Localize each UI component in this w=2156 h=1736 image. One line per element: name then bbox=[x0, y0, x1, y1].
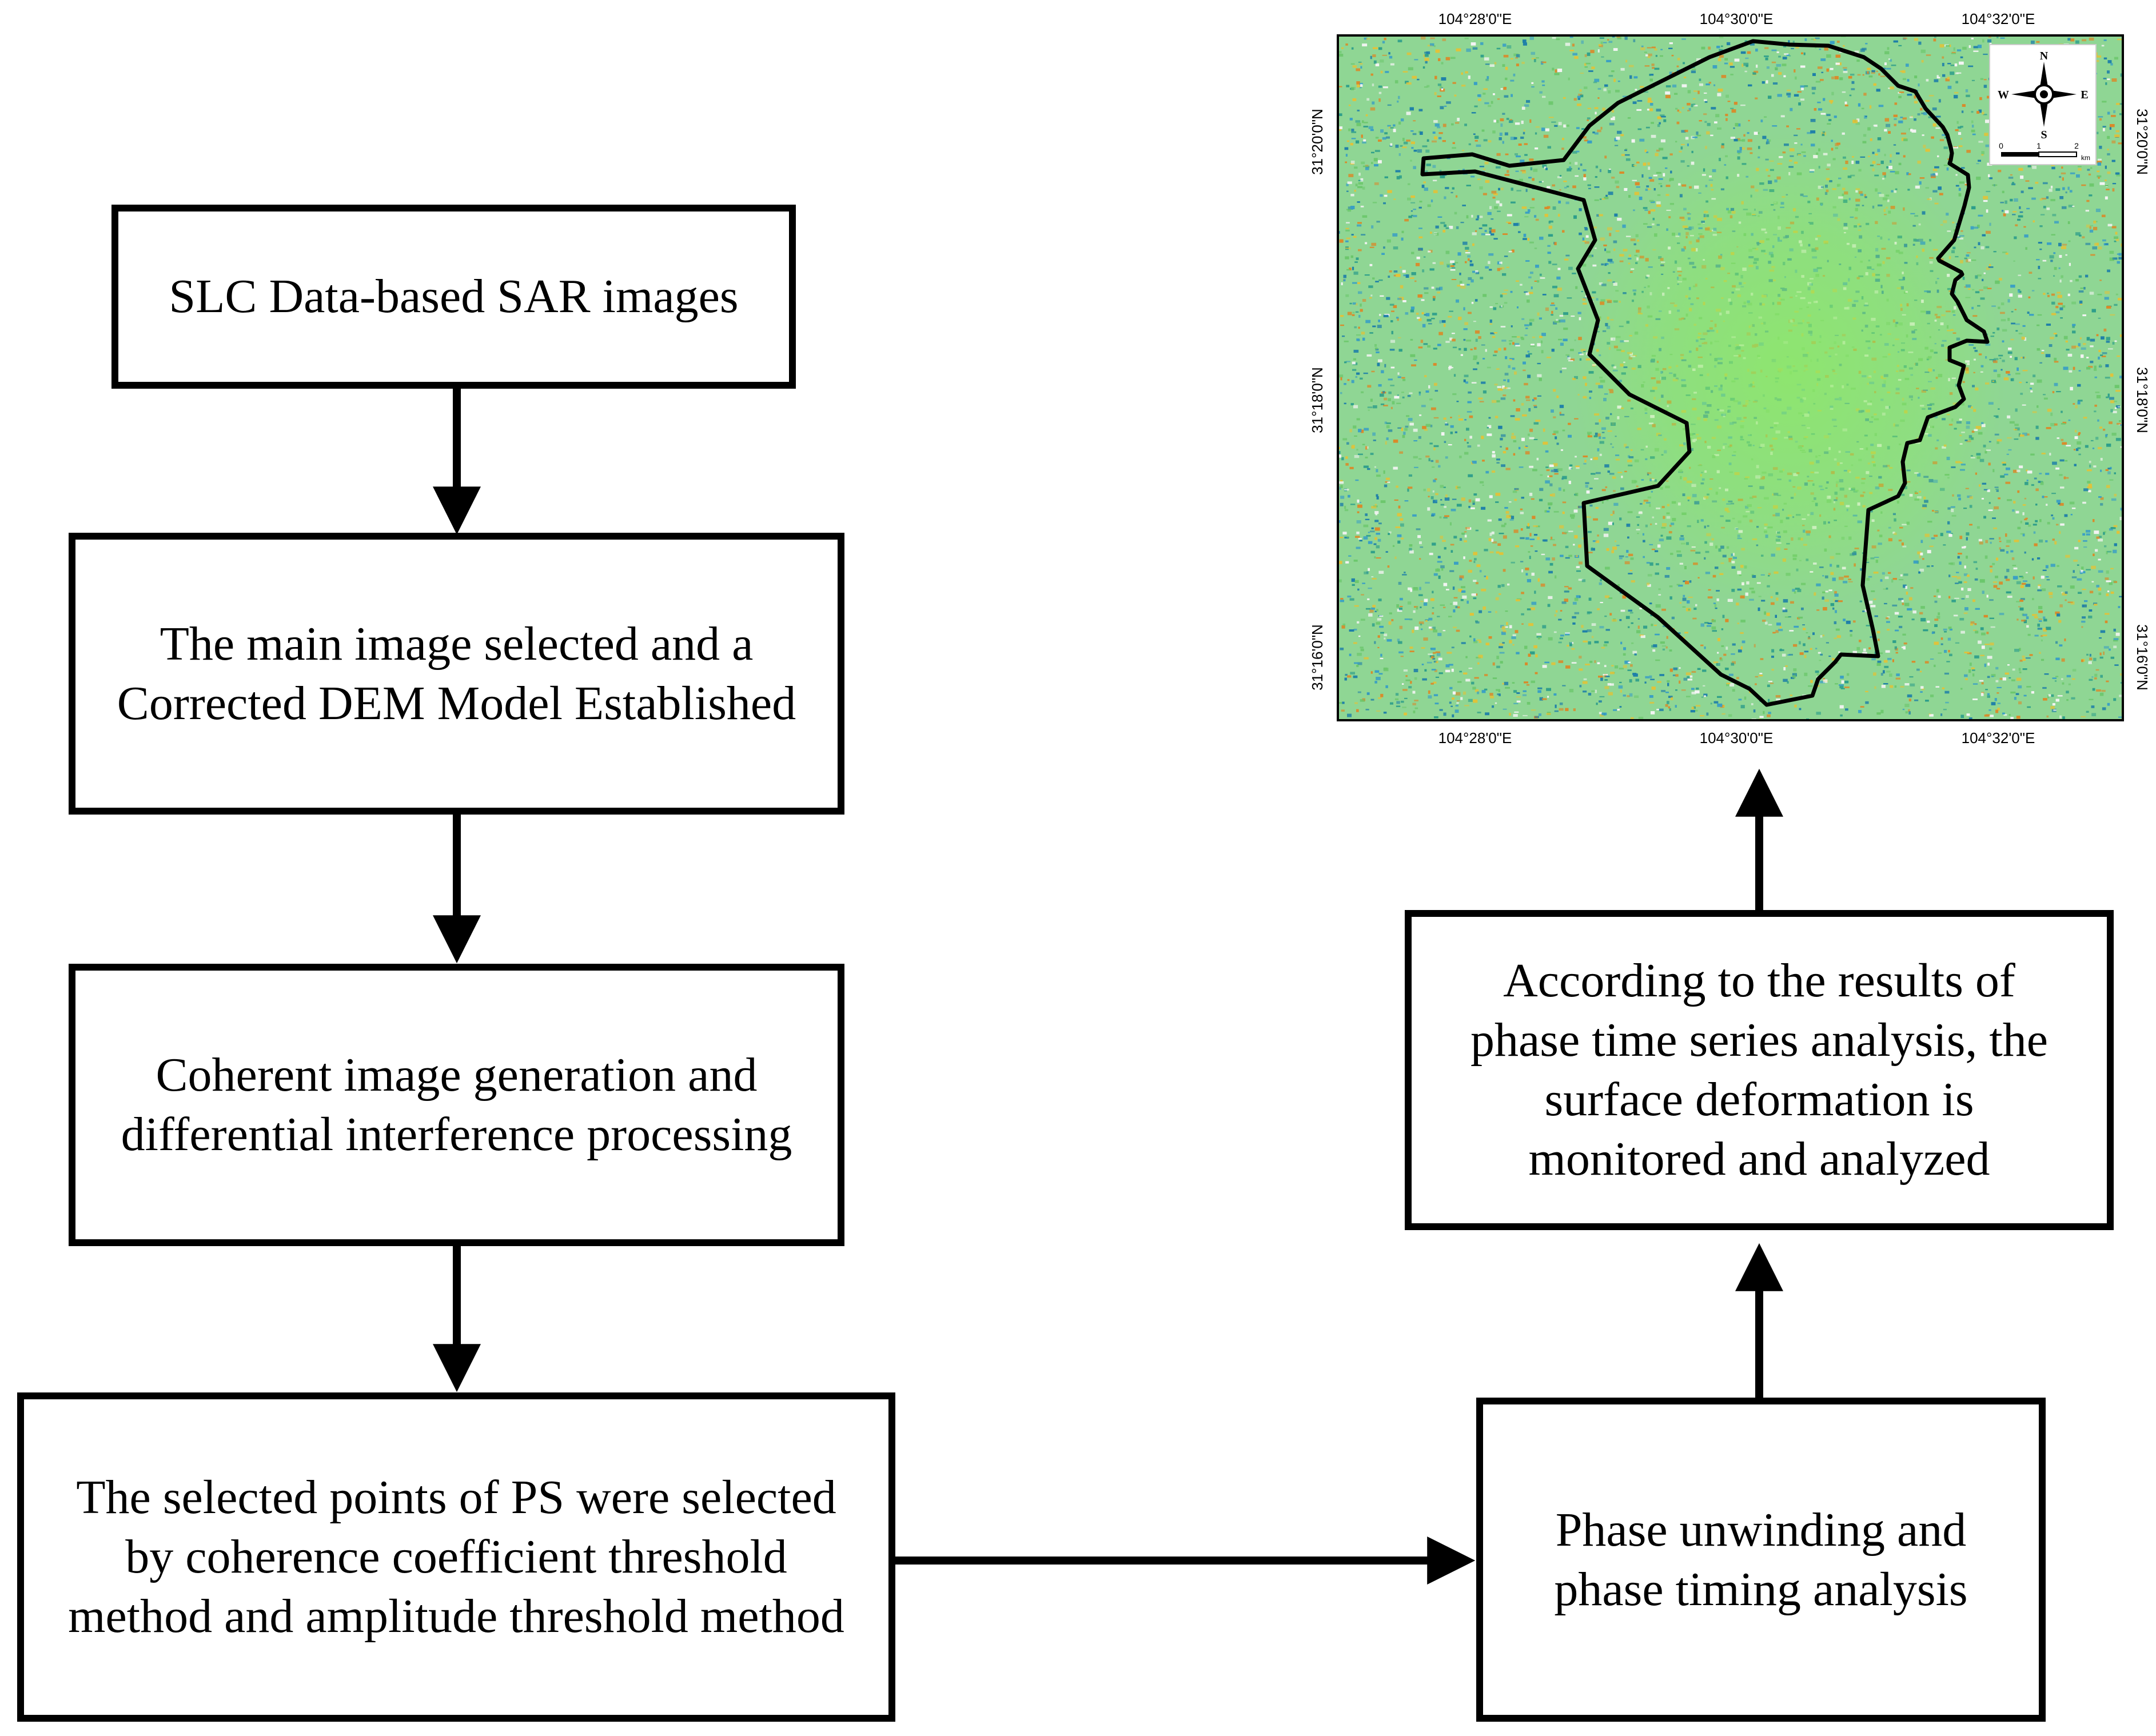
scale-tick-2: 2 bbox=[2074, 141, 2079, 150]
lat-label-left-3: 31°16'0"N bbox=[1309, 624, 1326, 691]
text-line: by coherence coefficient threshold bbox=[125, 1530, 787, 1583]
text-line: method and amplitude threshold method bbox=[68, 1590, 844, 1643]
lon-label-top-3: 104°32'0"E bbox=[1962, 10, 2035, 27]
scale-tick-0: 0 bbox=[1999, 141, 2003, 150]
stable-zone-glow bbox=[1572, 131, 2007, 612]
text-line: monitored and analyzed bbox=[1528, 1132, 1990, 1186]
lat-label-right-2: 31°18'0"N bbox=[2134, 367, 2151, 433]
text-line: phase timing analysis bbox=[1554, 1562, 1968, 1616]
map-frame bbox=[1337, 34, 2124, 721]
lat-label-right-3: 31°16'0"N bbox=[2134, 624, 2151, 691]
lon-label-bottom-3: 104°32'0"E bbox=[1962, 729, 2035, 747]
scale-tick-1: 1 bbox=[2037, 141, 2041, 150]
text-line: surface deformation is bbox=[1544, 1073, 1974, 1126]
compass-s: S bbox=[2041, 129, 2047, 141]
deformation-map: 104°28'0"E 104°30'0"E 104°32'0"E 104°28'… bbox=[1309, 10, 2151, 747]
lon-label-top-1: 104°28'0"E bbox=[1438, 10, 1512, 27]
compass-w: W bbox=[1998, 89, 2009, 101]
lat-label-left-1: 31°20'0"N bbox=[1309, 109, 1326, 175]
box-coherent-text: Coherent image generation and differentia… bbox=[121, 1045, 792, 1164]
study-area-boundary bbox=[1420, 39, 1990, 707]
sar-speckle-texture bbox=[1338, 35, 2123, 720]
lat-label-left-2: 31°18'0"N bbox=[1309, 367, 1326, 433]
box-slc-text: SLC Data-based SAR images bbox=[169, 267, 738, 326]
compass-n: N bbox=[2040, 50, 2049, 62]
box-deformation-results: According to the results of phase time se… bbox=[1405, 910, 2114, 1230]
lon-label-bottom-1: 104°28'0"E bbox=[1438, 729, 1512, 747]
text-line: differential interference processing bbox=[121, 1108, 792, 1161]
text-line: phase time series analysis, the bbox=[1470, 1013, 2049, 1067]
text-line: Coherent image generation and bbox=[156, 1048, 758, 1102]
scale-unit: km bbox=[2081, 154, 2090, 162]
box-coherent-generation: Coherent image generation and differentia… bbox=[69, 964, 844, 1246]
text-line: The main image selected and a bbox=[160, 617, 754, 671]
text-line: Corrected DEM Model Established bbox=[117, 676, 796, 730]
text-line: The selected points of PS were selected bbox=[76, 1471, 836, 1524]
text-line: According to the results of bbox=[1503, 954, 2015, 1007]
scale-bar: 0 1 2 km bbox=[1999, 141, 2090, 162]
box-slc-data: SLC Data-based SAR images bbox=[111, 205, 796, 389]
lon-label-top-2: 104°30'0"E bbox=[1700, 10, 1774, 27]
compass-rose-icon: N S W E bbox=[1989, 44, 2097, 165]
box-ps-selection: The selected points of PS were selected b… bbox=[17, 1392, 895, 1722]
lat-label-right-1: 31°20'0"N bbox=[2134, 109, 2151, 175]
box-ps-text: The selected points of PS were selected b… bbox=[68, 1468, 844, 1646]
text-line: Phase unwinding and bbox=[1555, 1503, 1967, 1557]
box-results-text: According to the results of phase time se… bbox=[1470, 951, 2048, 1189]
text-line: SLC Data-based SAR images bbox=[169, 270, 739, 323]
lon-label-bottom-2: 104°30'0"E bbox=[1700, 729, 1774, 747]
compass-e: E bbox=[2081, 89, 2088, 101]
